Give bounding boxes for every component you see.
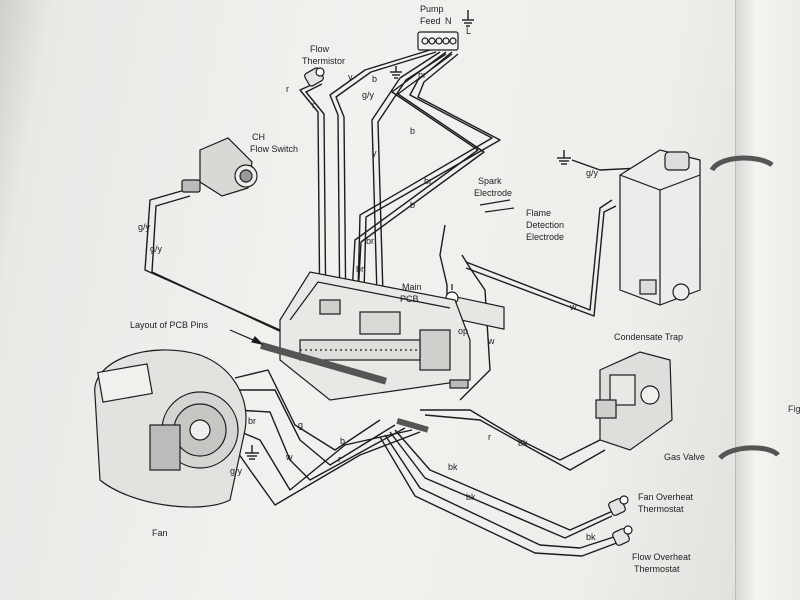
wire-label-r2: r	[312, 100, 315, 110]
fan	[94, 349, 247, 508]
wire-flame-w2	[465, 199, 613, 311]
wire-label-b2: b	[410, 126, 415, 136]
main-pcb-label-1: Main	[402, 282, 422, 292]
wire-valve-bk	[424, 414, 606, 471]
pump-feed-label-1: Pump	[420, 4, 444, 14]
spark-electrode-label-2: Electrode	[474, 188, 512, 198]
wire-label-br1: br	[418, 70, 426, 80]
fan-label: Fan	[152, 528, 168, 538]
binder-ring-top	[709, 155, 774, 172]
pcb-pins-arrow	[229, 329, 264, 345]
wire-label-bk3: bk	[586, 532, 596, 542]
ch-flow-switch-label-2: Flow Switch	[250, 144, 298, 154]
wire-label-b1: b	[372, 74, 377, 84]
wire-label-gy-switch2: g/y	[150, 244, 163, 254]
wire-label-b3: b	[410, 200, 415, 210]
wire-fan-g	[238, 389, 396, 466]
wire-flowoh-bk1	[384, 434, 621, 549]
wire-switch-gy2	[151, 195, 287, 335]
wire-flame-w2-b	[465, 205, 617, 317]
wire-label-br2: br	[424, 176, 432, 186]
wire-valve-r	[420, 409, 601, 461]
wire-pump-y-b	[335, 51, 437, 331]
flow-thermistor-label-2: Thermistor	[302, 56, 345, 66]
wire-label-gy-trap: g/y	[586, 168, 599, 178]
pump-feed-terminal	[417, 31, 459, 51]
wire-pump-b2-b	[362, 53, 501, 331]
flow-overheat-label-2: Thermostat	[634, 564, 680, 574]
wire-label-bk1: bk	[448, 462, 458, 472]
binder-ring-bottom	[718, 445, 780, 460]
wire-label-r1: r	[286, 84, 289, 94]
fan-overheat-label-1: Fan Overheat	[638, 492, 694, 502]
wire-label-br-pcb2: br	[356, 264, 364, 274]
wire-label-y1: y	[348, 72, 353, 82]
wire-fanoh-bk2	[389, 431, 613, 539]
flow-thermistor-label-1: Flow	[310, 44, 330, 54]
pump-feed-l: L	[466, 26, 471, 36]
wire-flowoh-bk2	[379, 436, 623, 557]
gas-valve-label: Gas Valve	[664, 452, 705, 462]
flame-detection-label-2: Detection	[526, 220, 564, 230]
wire-label-op: op	[458, 326, 468, 336]
binder-rings	[709, 155, 780, 460]
main-pcb-label-2: PCB	[400, 294, 419, 304]
flow-overheat-label-1: Flow Overheat	[632, 552, 691, 562]
wire-label-g-fan: g	[298, 420, 303, 430]
pump-feed-label-2: Feed	[420, 16, 441, 26]
flow-overheat-thermostat	[612, 525, 633, 546]
wire-pump-br-b	[355, 53, 485, 331]
flow-thermistor	[304, 67, 325, 87]
wires	[144, 49, 641, 557]
component-labels: Pump Feed N L Flow Thermistor CH Flow Sw…	[130, 4, 705, 574]
flame-detection-label-1: Flame	[526, 208, 551, 218]
ch-flow-switch-label-1: CH	[252, 132, 265, 142]
wire-label-b-fan: b	[340, 436, 345, 446]
fan-overheat-label-2: Thermostat	[638, 504, 684, 514]
wire-fan-w	[235, 409, 406, 481]
earth-symbol-trap	[557, 150, 571, 165]
wire-label-bk-valve: bk	[518, 438, 528, 448]
wire-pump-br	[349, 51, 479, 331]
wire-fanoh-bk1	[394, 429, 616, 531]
wire-label-br-pcb1: br	[366, 236, 374, 246]
condensate-trap-label: Condensate Trap	[614, 332, 683, 342]
wire-label-gy-switch1: g/y	[138, 222, 151, 232]
wire-label-y2: y	[372, 148, 377, 158]
wire-label-w1: w	[487, 336, 495, 346]
wire-label-gy1: g/y	[362, 90, 375, 100]
wire-labels: y b br g/y r r b y br b g/y g/y br br op…	[138, 70, 599, 542]
wire-flame-w1	[459, 254, 491, 401]
condensate-trap	[619, 149, 701, 306]
wire-trap-earth	[571, 159, 641, 171]
earth-symbol-fan	[245, 445, 259, 460]
fan-overheat-thermostat	[608, 495, 629, 516]
wire-label-r-fan: r	[338, 454, 341, 464]
wire-label-bk2: bk	[466, 492, 476, 502]
wire-label-r-valve: r	[488, 432, 491, 442]
wire-thermistor-r2	[305, 83, 327, 331]
wire-label-w-fan: w	[285, 452, 293, 462]
next-page-edge	[735, 0, 800, 600]
gas-valve	[595, 351, 673, 451]
next-page-fig-label: Fig	[788, 404, 800, 414]
wire-switch-gy1	[144, 189, 281, 331]
wire-fan-b	[235, 429, 413, 491]
ch-flow-switch	[181, 137, 258, 197]
wire-fan-br	[234, 369, 381, 451]
wire-label-gy-fan: g/y	[230, 466, 243, 476]
pcb-pins	[260, 342, 429, 433]
wire-pump-y	[329, 49, 431, 331]
spark-electrode-label-1: Spark	[478, 176, 502, 186]
flame-detection-label-3: Electrode	[526, 232, 564, 242]
pcb-pins-label: Layout of PCB Pins	[130, 320, 209, 330]
wire-label-br-fan: br	[248, 416, 256, 426]
wire-fan-r	[235, 431, 421, 506]
pump-feed-n: N	[445, 16, 452, 26]
earth-symbol-pump	[390, 10, 474, 79]
wire-thermistor-r1	[299, 81, 321, 331]
wire-label-w2: w	[569, 302, 577, 312]
